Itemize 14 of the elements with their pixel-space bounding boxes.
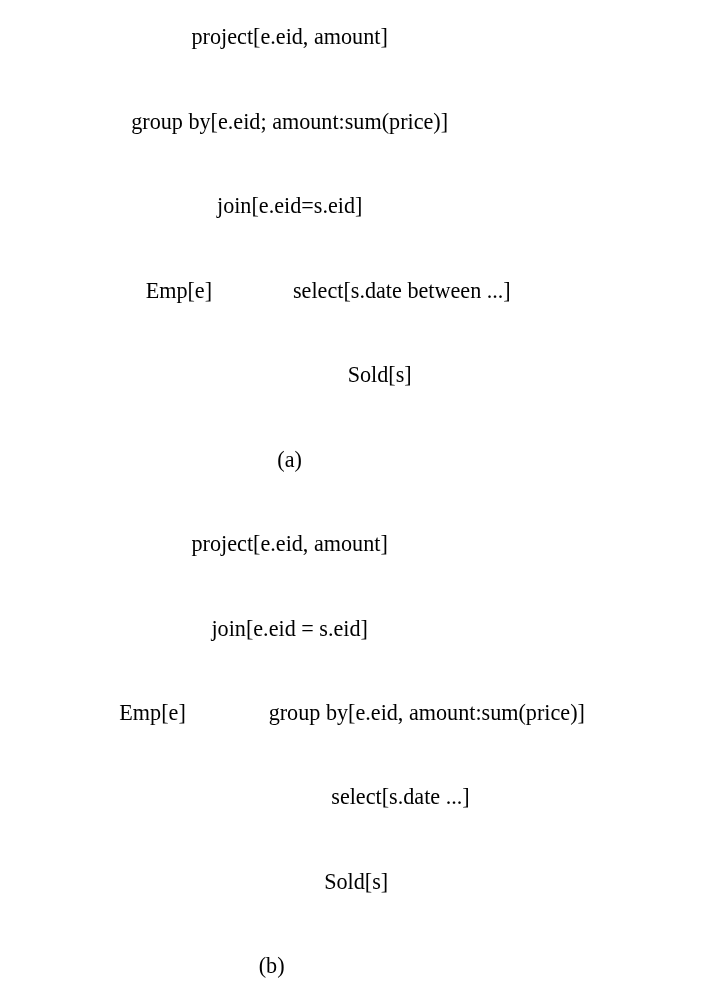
label: (b)	[258, 953, 285, 979]
label: project[e.eid, amount]	[191, 531, 388, 557]
label: project[e.eid, amount]	[191, 24, 388, 50]
label: select[s.date between ...]	[292, 277, 511, 303]
label: group by[e.eid; amount:sum(price)]	[130, 108, 448, 134]
label: group by[e.eid, amount:sum(price)]	[268, 699, 585, 725]
label: Sold[s]	[347, 362, 412, 388]
label: select[s.date ...]	[330, 784, 470, 810]
label: join[e.eid = s.eid]	[210, 615, 368, 641]
label: Emp[e]	[145, 277, 212, 303]
label: (a)	[276, 446, 302, 472]
label: Sold[s]	[323, 868, 388, 894]
label: Emp[e]	[118, 699, 186, 725]
label: join[e.eid=s.eid]	[216, 193, 362, 219]
